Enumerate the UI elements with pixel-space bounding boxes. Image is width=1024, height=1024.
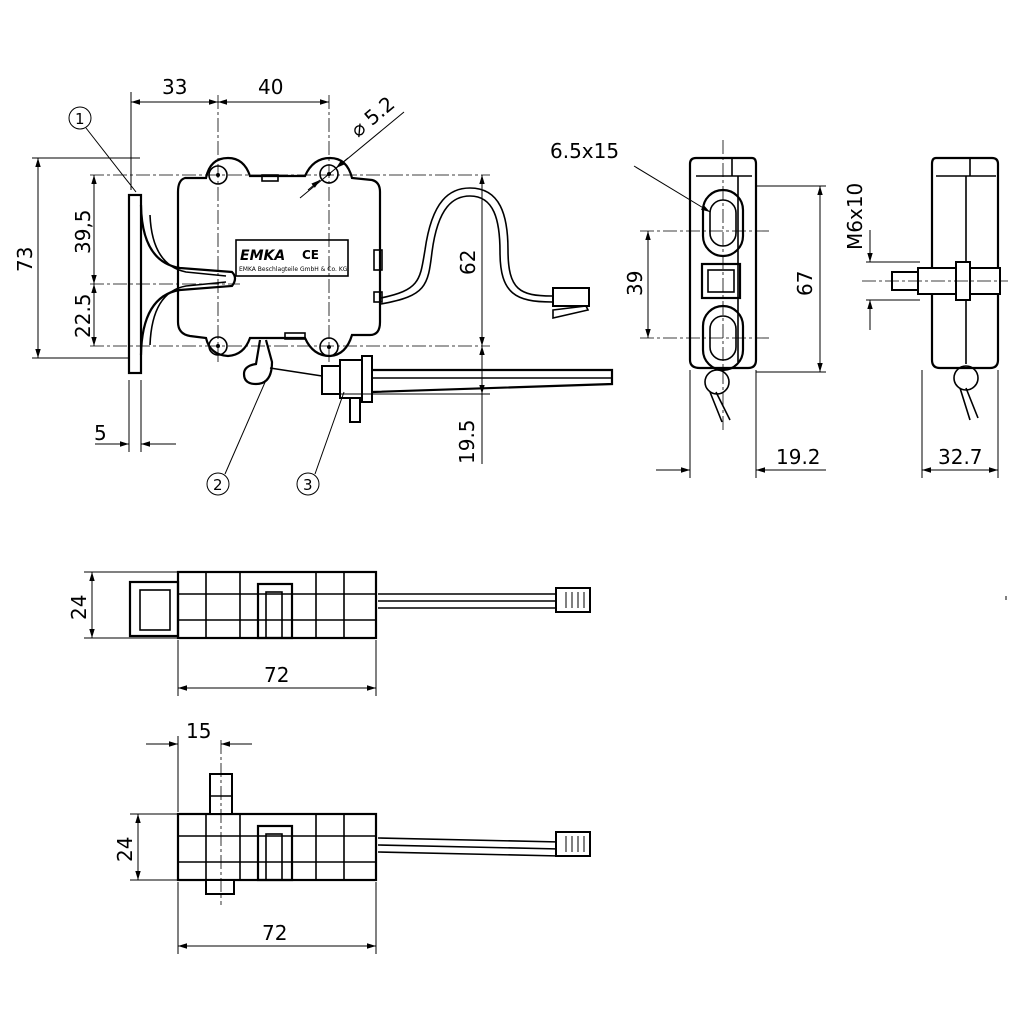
cable-gland <box>321 355 614 423</box>
dim-72-top1: 72 <box>264 663 289 687</box>
dim-33: 33 <box>162 75 187 99</box>
dim-32-7: 32.7 <box>938 445 983 469</box>
dim-5: 5 <box>94 421 107 445</box>
dim-72-top2: 72 <box>262 921 287 945</box>
side-view: 6.5x15 39 67 19.2 <box>550 139 826 478</box>
top-view-1: 24 72 <box>67 570 591 696</box>
dim-15: 15 <box>186 719 211 743</box>
callout-1: 1 <box>68 106 137 193</box>
dim-24-top1: 24 <box>67 595 91 620</box>
top-view-2: 15 24 72 <box>113 719 591 954</box>
svg-text:1: 1 <box>75 110 85 128</box>
release-lever <box>242 339 323 386</box>
dim-40: 40 <box>258 75 283 99</box>
dim-bolt: M6x10 <box>843 183 867 250</box>
svg-text:2: 2 <box>213 476 223 494</box>
ce-mark: CE <box>302 248 319 262</box>
dim-24-top2: 24 <box>113 837 137 862</box>
dim-62: 62 <box>456 250 480 275</box>
dim-39: 39 <box>623 271 647 296</box>
dim-39-5: 39,5 <box>71 209 95 254</box>
dim-hole-diameter: 5.2 <box>360 91 400 130</box>
dim-67: 67 <box>793 271 817 296</box>
svg-text:3: 3 <box>303 476 313 494</box>
dim-22-5: 22.5 <box>71 293 95 338</box>
dim-73: 73 <box>13 247 37 272</box>
dim-19-2: 19.2 <box>776 445 821 469</box>
callout-3: 3 <box>296 391 345 496</box>
cable-top <box>380 187 590 320</box>
lock-housing: EMKA CE EMKA Beschlagteile GmbH & Co. KG <box>176 156 383 358</box>
end-view: M6x10 32.7 <box>843 156 1008 600</box>
label-small-text: EMKA Beschlagteile GmbH & Co. KG <box>239 266 348 273</box>
logo-text: EMKA <box>240 248 285 264</box>
dim-slot-size: 6.5x15 <box>550 139 619 163</box>
front-view: EMKA CE EMKA Beschlagteile GmbH & Co. KG <box>13 75 614 496</box>
callout-2: 2 <box>206 379 267 496</box>
dim-19-5: 19.5 <box>455 419 479 464</box>
